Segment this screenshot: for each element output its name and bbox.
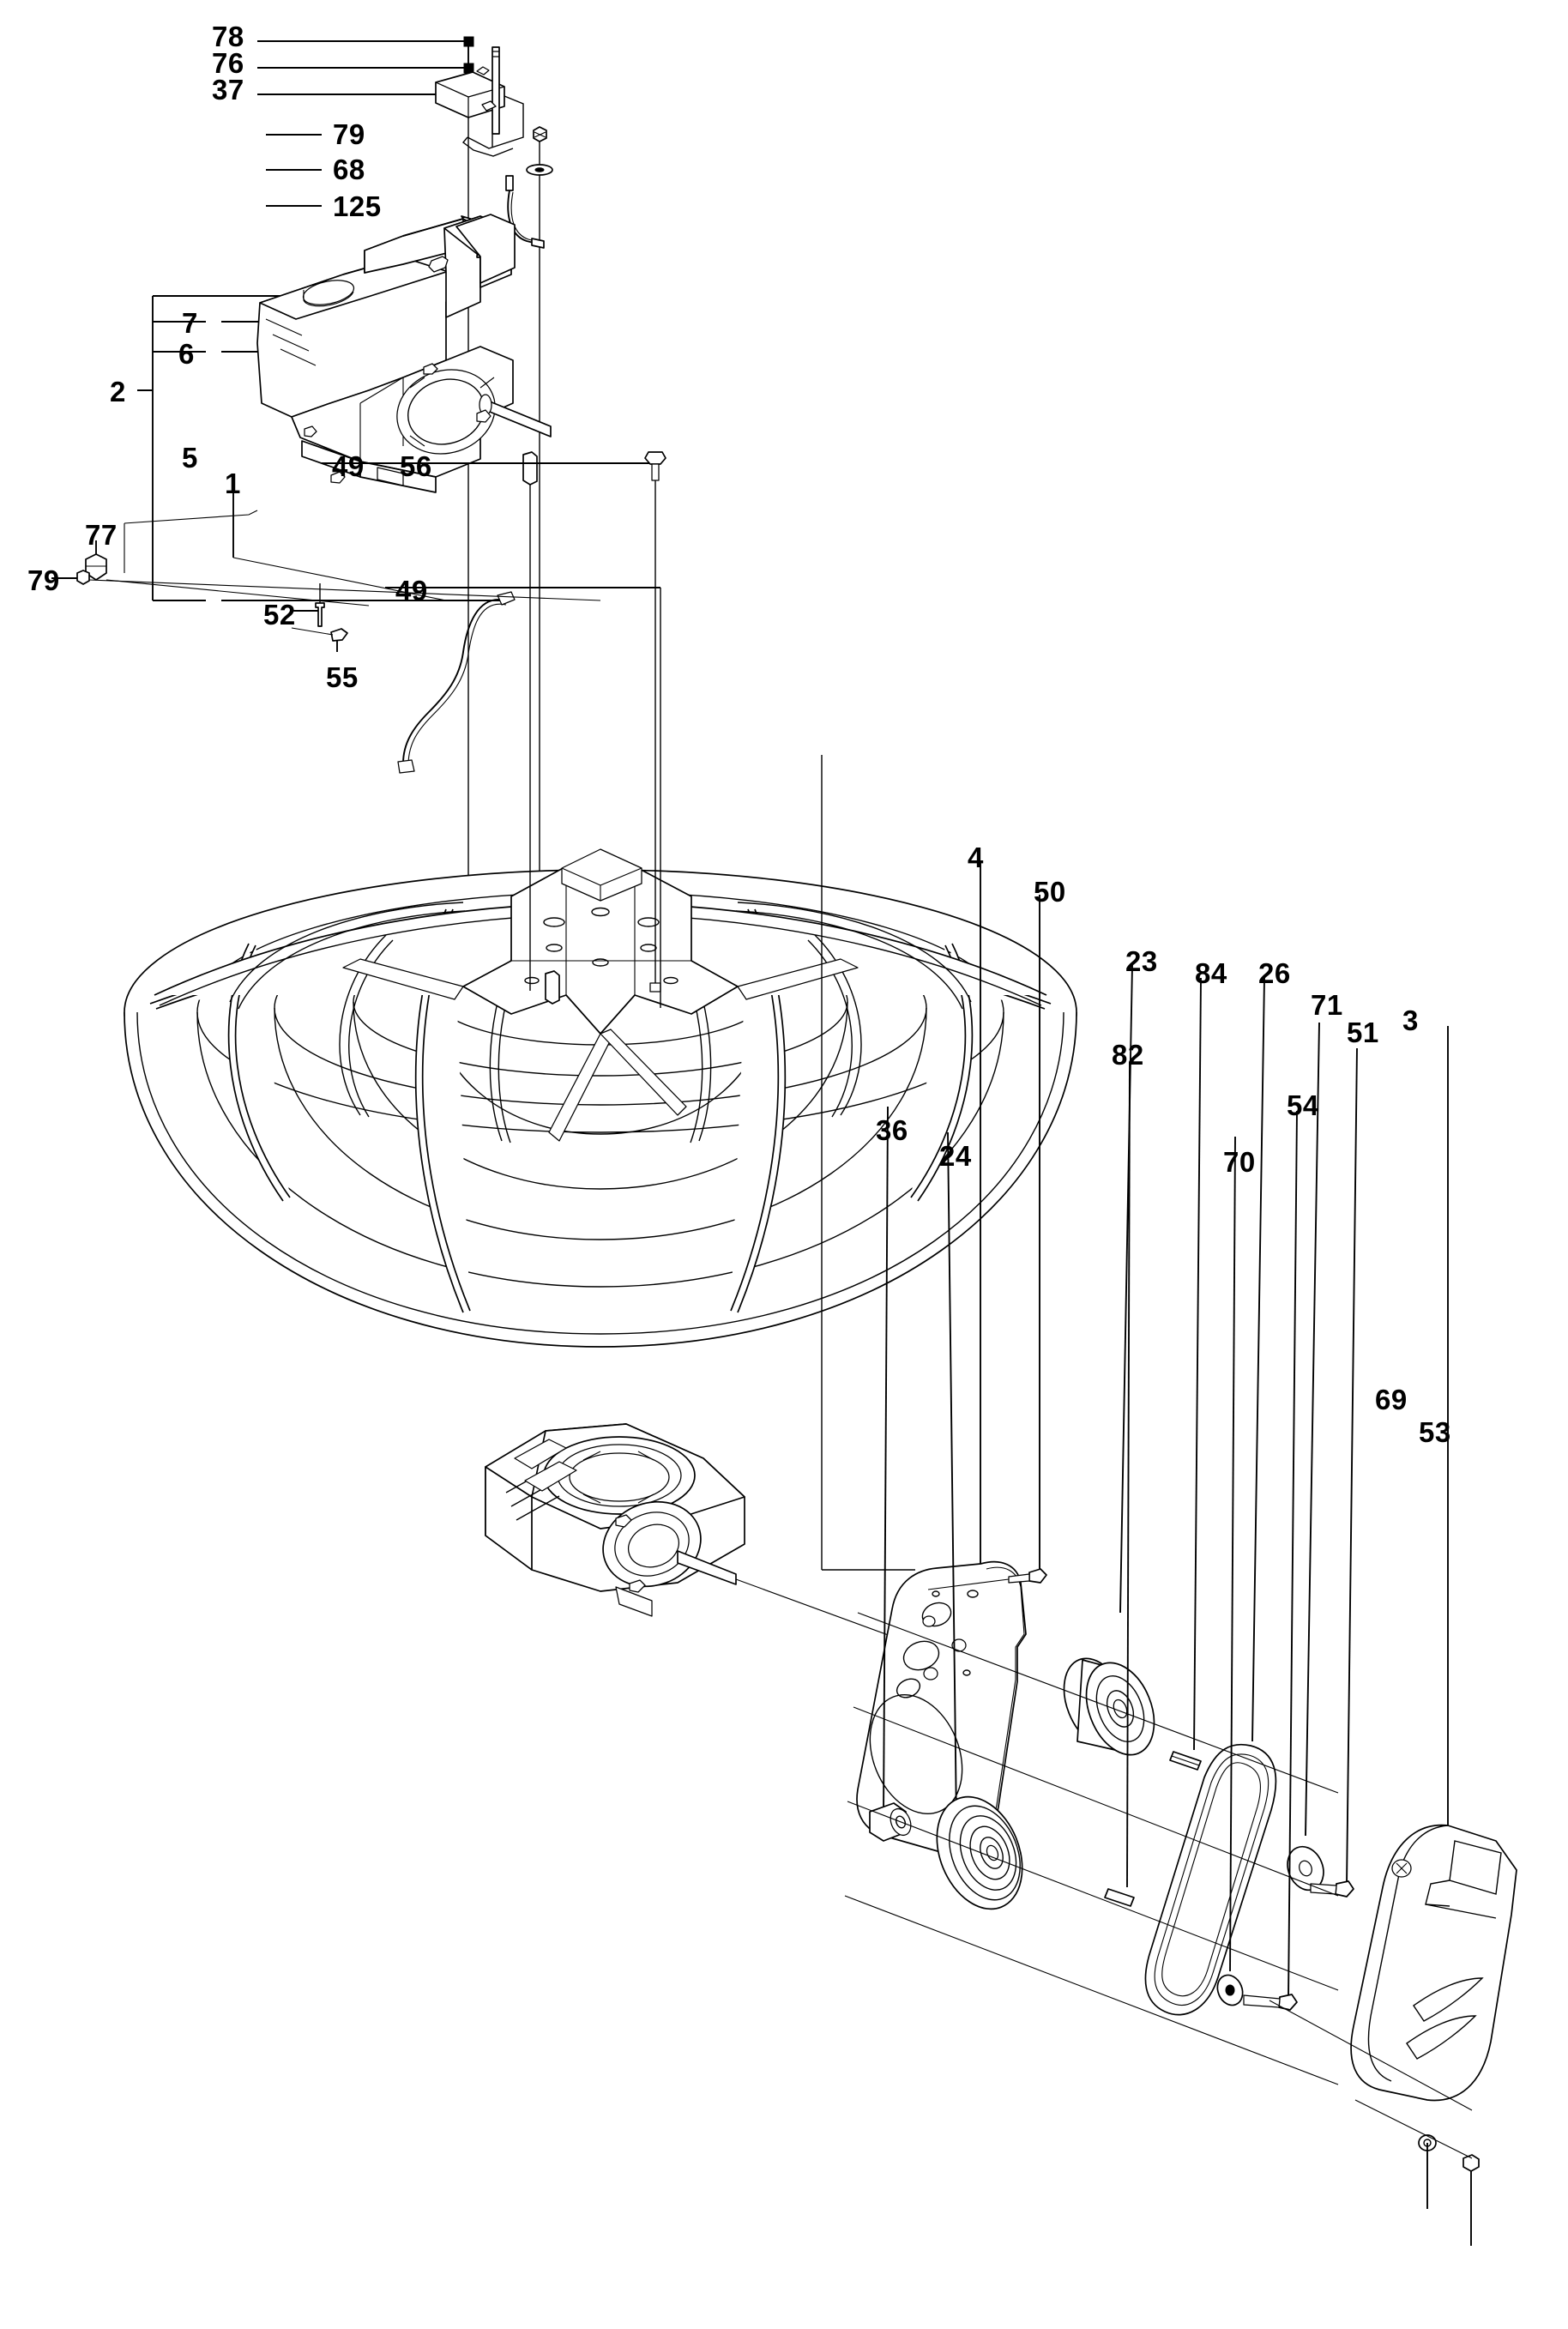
callout-5[interactable]: 5	[182, 442, 198, 474]
callout-23[interactable]: 23	[1125, 945, 1158, 977]
control-switch-box-part	[435, 46, 524, 157]
v-belt-26-part	[1144, 977, 1277, 2016]
callout-125[interactable]: 125	[333, 190, 382, 222]
gearbox-part	[485, 1423, 745, 1617]
callout-49-upper[interactable]: 49	[332, 450, 365, 482]
callout-54[interactable]: 54	[1287, 1089, 1319, 1121]
callout-70[interactable]: 70	[1223, 1146, 1256, 1178]
drive-pulley-24-part	[936, 1131, 1023, 1910]
callout-6[interactable]: 6	[178, 338, 195, 370]
leader-group-handle-fasteners	[1269, 2000, 1480, 2246]
callout-55[interactable]: 55	[326, 661, 359, 693]
callout-84[interactable]: 84	[1195, 957, 1227, 989]
rotor-cage-part	[124, 848, 1077, 1348]
woodruff-key-82-part	[1104, 1061, 1135, 1907]
callout-71[interactable]: 71	[1311, 989, 1343, 1021]
assembly-axis-lines-drive	[844, 1612, 1339, 2085]
handle-grip-part	[1350, 1026, 1517, 2102]
callout-78[interactable]: 78	[212, 21, 244, 52]
hex-nut-79-top	[533, 126, 547, 142]
callout-68[interactable]: 68	[333, 154, 365, 185]
callout-36[interactable]: 36	[876, 1114, 908, 1146]
callout-76[interactable]: 76	[212, 47, 244, 79]
leader-group-rotor	[51, 451, 666, 1008]
callout-82[interactable]: 82	[1112, 1039, 1144, 1071]
woodruff-key-84-part	[1169, 977, 1202, 1771]
callout-51[interactable]: 51	[1347, 1017, 1379, 1048]
callout-53[interactable]: 53	[1419, 1416, 1451, 1448]
bolt-51-part	[1310, 1047, 1358, 1898]
flat-washer-68	[526, 164, 553, 176]
ground-wire-125	[505, 175, 545, 249]
callout-4[interactable]: 4	[968, 842, 984, 873]
callout-79-top[interactable]: 79	[333, 118, 365, 150]
engine-part	[256, 214, 552, 493]
callout-49-lower[interactable]: 49	[395, 575, 428, 606]
callout-56[interactable]: 56	[400, 450, 432, 482]
callout-37[interactable]: 37	[212, 74, 244, 106]
callout-79-left[interactable]: 79	[27, 564, 60, 596]
callout-77[interactable]: 77	[85, 519, 118, 551]
spacer-36-part	[869, 1106, 912, 1842]
callout-3[interactable]: 3	[1402, 1005, 1419, 1036]
washer-70-part	[1216, 1136, 1244, 2006]
washer-71-part	[1287, 1022, 1324, 1892]
callout-50[interactable]: 50	[1034, 876, 1066, 908]
callout-26[interactable]: 26	[1258, 957, 1291, 989]
bolt-54-part	[1243, 1110, 1298, 2011]
callout-7[interactable]: 7	[182, 307, 198, 339]
driven-pulley-23-part	[1063, 964, 1155, 1756]
bolt-50-part	[927, 895, 1047, 1590]
callout-2[interactable]: 2	[110, 376, 126, 407]
callout-1[interactable]: 1	[225, 468, 241, 499]
callout-52[interactable]: 52	[263, 599, 296, 631]
callout-69[interactable]: 69	[1375, 1384, 1408, 1415]
rotor-hub-plate	[342, 848, 859, 1142]
assembly-axis-line-gearbox	[735, 1578, 910, 1644]
throttle-cable-5-part	[397, 591, 516, 774]
callout-24[interactable]: 24	[939, 1140, 972, 1172]
